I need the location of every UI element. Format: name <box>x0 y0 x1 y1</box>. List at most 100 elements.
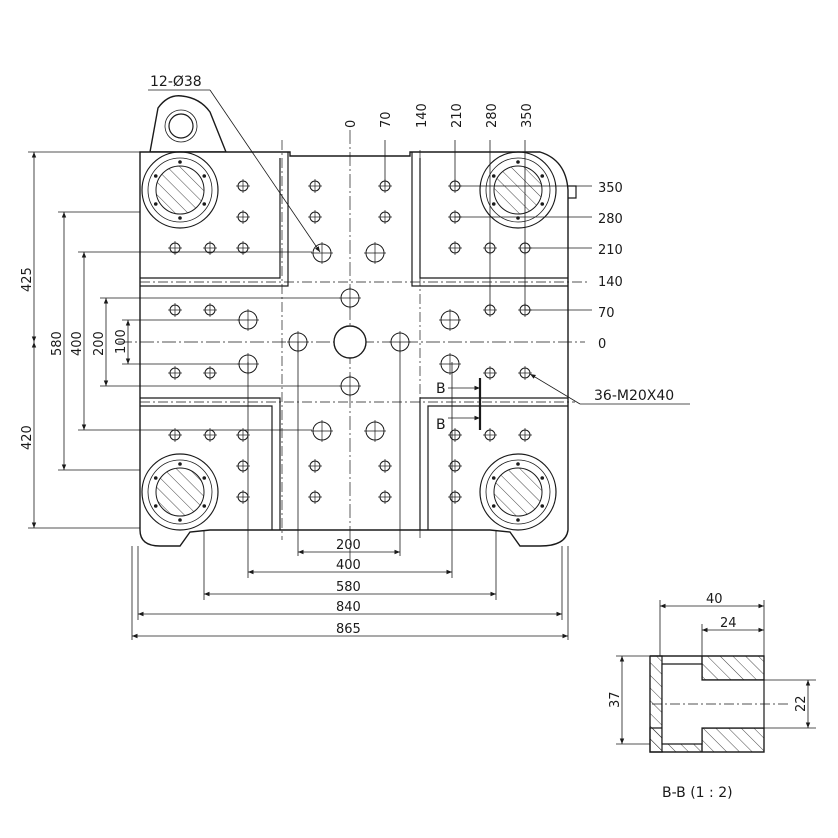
tie-bar-bore-top-right <box>479 151 557 229</box>
tie-bar-bore-bottom-right <box>479 453 557 531</box>
bore-bolt-dot <box>202 202 207 206</box>
right-scale-280: 280 <box>598 212 623 227</box>
threaded-hole <box>448 490 462 504</box>
mounting-hole <box>364 242 386 264</box>
threaded-hole <box>518 366 532 380</box>
bore-bolt-dot <box>491 504 496 508</box>
dim-200: 200 <box>336 538 361 553</box>
threaded-hole <box>168 303 182 317</box>
right-scale-350: 350 <box>598 181 623 196</box>
tie-bar-bore-top-left <box>141 151 219 229</box>
dim-400: 400 <box>336 558 361 573</box>
threaded-hole <box>378 459 392 473</box>
bore-bolt-dot <box>202 174 207 178</box>
threaded-hole <box>236 241 250 255</box>
bore-bolt-dot <box>491 202 496 206</box>
bore-bolt-dot <box>153 476 158 480</box>
section-b-b: 40 24 37 22 B-B (1 : 2) <box>608 592 816 801</box>
lifting-eye-boss <box>164 109 198 143</box>
thread-callout-label: 36-M20X40 <box>594 388 674 404</box>
section-marker: B B <box>436 378 482 433</box>
threaded-hole <box>236 210 250 224</box>
bore-bolt-dot <box>540 476 545 480</box>
dim-100-vertical: 100 <box>114 329 129 354</box>
threaded-hole <box>168 428 182 442</box>
left-dimensions: 425 580 400 200 100 420 <box>20 151 340 529</box>
mounting-hole <box>339 287 361 309</box>
bore-bolt-dot <box>540 174 545 178</box>
right-scale: 350 280 210 140 70 0 <box>455 181 623 352</box>
bore-bolt-dot <box>153 202 158 206</box>
tie-bar-bore-bottom-left <box>141 453 219 531</box>
right-scale-210: 210 <box>598 243 623 258</box>
section-marker-bottom: B <box>436 417 446 433</box>
dim-400-vertical: 400 <box>70 331 85 356</box>
right-scale-0: 0 <box>598 337 606 352</box>
top-scale: 0 70 140 210 280 350 <box>344 103 535 310</box>
right-scale-140: 140 <box>598 275 623 290</box>
lifting-eye-hole <box>168 113 194 139</box>
dim-865: 865 <box>336 622 361 637</box>
top-scale-140: 140 <box>415 103 430 128</box>
threaded-hole <box>168 366 182 380</box>
threaded-hole <box>448 241 462 255</box>
section-dim-40: 40 <box>706 592 723 607</box>
bore-bolt-dot <box>202 504 207 508</box>
threaded-hole <box>203 366 217 380</box>
threaded-hole <box>483 366 497 380</box>
section-dim-22: 22 <box>794 695 809 712</box>
threaded-hole <box>483 428 497 442</box>
bore-bolt-dot <box>491 476 496 480</box>
threaded-hole <box>203 303 217 317</box>
bore-bolt-dot <box>178 160 182 164</box>
bore-bolt-dot <box>178 216 182 220</box>
section-dim-37: 37 <box>608 691 623 708</box>
threaded-hole <box>308 179 322 193</box>
section-dim-24: 24 <box>720 616 737 631</box>
mounting-hole <box>439 309 461 331</box>
bore-bolt-dot <box>540 202 545 206</box>
top-scale-350: 350 <box>520 103 535 128</box>
dim-425: 425 <box>20 267 35 292</box>
top-scale-210: 210 <box>450 103 465 128</box>
dim-420: 420 <box>20 425 35 450</box>
mounting-hole <box>311 420 333 442</box>
threaded-hole <box>518 428 532 442</box>
bore-bolt-dot <box>153 504 158 508</box>
threaded-hole <box>236 179 250 193</box>
bore-bolt-dot <box>516 518 520 522</box>
threaded-hole <box>308 490 322 504</box>
bore-bolt-dot <box>178 518 182 522</box>
top-scale-70: 70 <box>379 111 394 128</box>
bore-bolt-dot <box>153 174 158 178</box>
mounting-hole <box>439 353 461 375</box>
bottom-dimensions: 200 400 580 840 865 <box>131 342 569 640</box>
hole-callout-label: 12-Ø38 <box>150 74 202 90</box>
top-scale-280: 280 <box>485 103 500 128</box>
threaded-hole <box>203 241 217 255</box>
thread-callout: 36-M20X40 <box>529 373 690 405</box>
top-scale-0: 0 <box>344 120 359 128</box>
bore-bolt-dot <box>178 462 182 466</box>
section-marker-top: B <box>436 381 446 397</box>
threaded-hole-pattern <box>153 160 545 522</box>
threaded-hole <box>448 428 462 442</box>
section-caption: B-B (1 : 2) <box>662 785 733 801</box>
mounting-hole <box>339 375 361 397</box>
threaded-hole <box>378 490 392 504</box>
hole-callout: 12-Ø38 <box>148 74 321 253</box>
dim-580: 580 <box>336 580 361 595</box>
threaded-hole <box>378 210 392 224</box>
threaded-hole <box>448 459 462 473</box>
locating-ring-bore <box>333 325 367 359</box>
threaded-hole <box>168 241 182 255</box>
threaded-hole <box>308 459 322 473</box>
right-scale-70: 70 <box>598 306 615 321</box>
dim-200-vertical: 200 <box>92 331 107 356</box>
dim-840: 840 <box>336 600 361 615</box>
tie-bar-bores <box>141 151 557 531</box>
bore-bolt-dot <box>202 476 207 480</box>
bore-bolt-dot <box>516 160 520 164</box>
bore-bolt-dot <box>540 504 545 508</box>
